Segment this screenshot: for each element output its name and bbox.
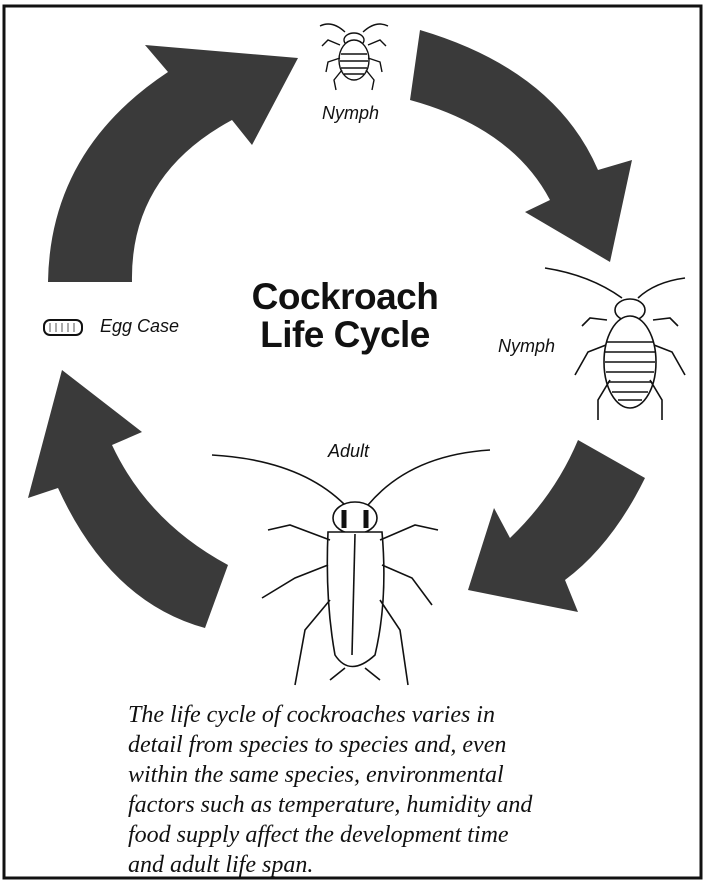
caption-line: factors such as temperature, humidity an… <box>128 790 678 820</box>
caption-line: food supply affect the development time <box>128 820 678 850</box>
page-title: Cockroach Life Cycle <box>210 278 480 354</box>
large-nymph-icon <box>545 268 685 420</box>
stage-label-nymph-right: Nymph <box>498 336 555 357</box>
stage-label-nymph-top: Nymph <box>322 103 379 124</box>
adult-cockroach-icon <box>212 450 490 685</box>
small-nymph-icon <box>320 24 388 90</box>
stage-label-adult: Adult <box>328 441 369 462</box>
title-line-1: Cockroach <box>210 278 480 316</box>
stage-label-egg-case: Egg Case <box>100 316 179 337</box>
arrow-nymph-to-nymph <box>410 30 632 262</box>
caption-line: The life cycle of cockroaches varies in <box>128 700 678 730</box>
egg-case-icon <box>44 320 82 335</box>
title-line-2: Life Cycle <box>210 316 480 354</box>
caption-line: within the same species, environmental <box>128 760 678 790</box>
caption-line: and adult life span. <box>128 850 678 880</box>
arrow-egg-to-nymph <box>48 45 298 282</box>
caption-line: detail from species to species and, even <box>128 730 678 760</box>
arrow-adult-to-egg <box>28 370 228 628</box>
arrow-nymph-to-adult <box>468 440 645 612</box>
caption-text: The life cycle of cockroaches varies in … <box>128 700 678 880</box>
